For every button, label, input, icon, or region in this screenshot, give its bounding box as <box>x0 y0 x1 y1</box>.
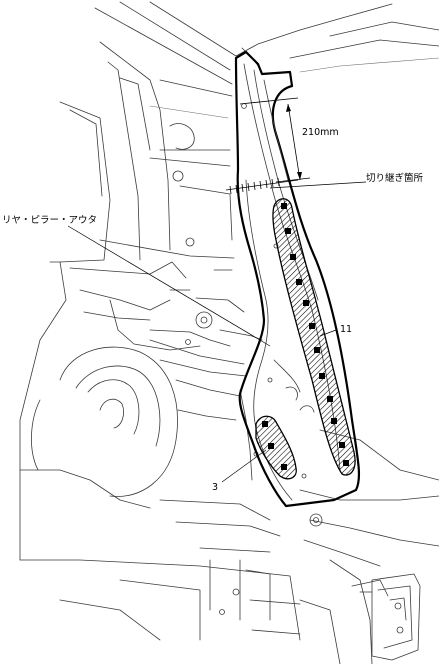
cut-line <box>225 177 299 195</box>
spot-weld <box>285 228 291 234</box>
spot-weld <box>281 203 287 209</box>
spot-weld <box>331 418 337 424</box>
spot-weld <box>296 279 302 285</box>
part-number-11: 11 <box>340 324 352 335</box>
spot-weld <box>327 396 333 402</box>
leader-rear-pillar-outer <box>67 225 271 347</box>
part-number-3: 3 <box>212 482 218 493</box>
spot-weld <box>303 300 309 306</box>
hatched-area-part-3 <box>255 415 297 480</box>
spot-weld <box>262 421 268 427</box>
spot-weld <box>314 347 320 353</box>
cut-position-label: 切り継ぎ箇所 <box>366 172 424 184</box>
spot-weld <box>339 442 345 448</box>
spot-weld <box>343 460 349 466</box>
leader-cut-position <box>269 181 367 189</box>
leader-lines <box>67 181 367 483</box>
dimension-label: 210mm <box>302 127 339 138</box>
rear-pillar-outer-label: リヤ・ピラー・アウタ <box>2 215 97 226</box>
spot-weld <box>290 254 296 260</box>
hatched-area-part-11 <box>272 198 356 476</box>
spot-weld <box>281 464 287 470</box>
body-structure-lines <box>19 1 439 664</box>
spot-weld <box>319 373 325 379</box>
leader-part-11 <box>319 329 337 337</box>
dimension-210mm <box>239 97 311 183</box>
spot-weld <box>309 323 315 329</box>
spot-welds <box>262 203 349 470</box>
spot-weld <box>268 443 274 449</box>
leader-part-3 <box>221 449 267 483</box>
